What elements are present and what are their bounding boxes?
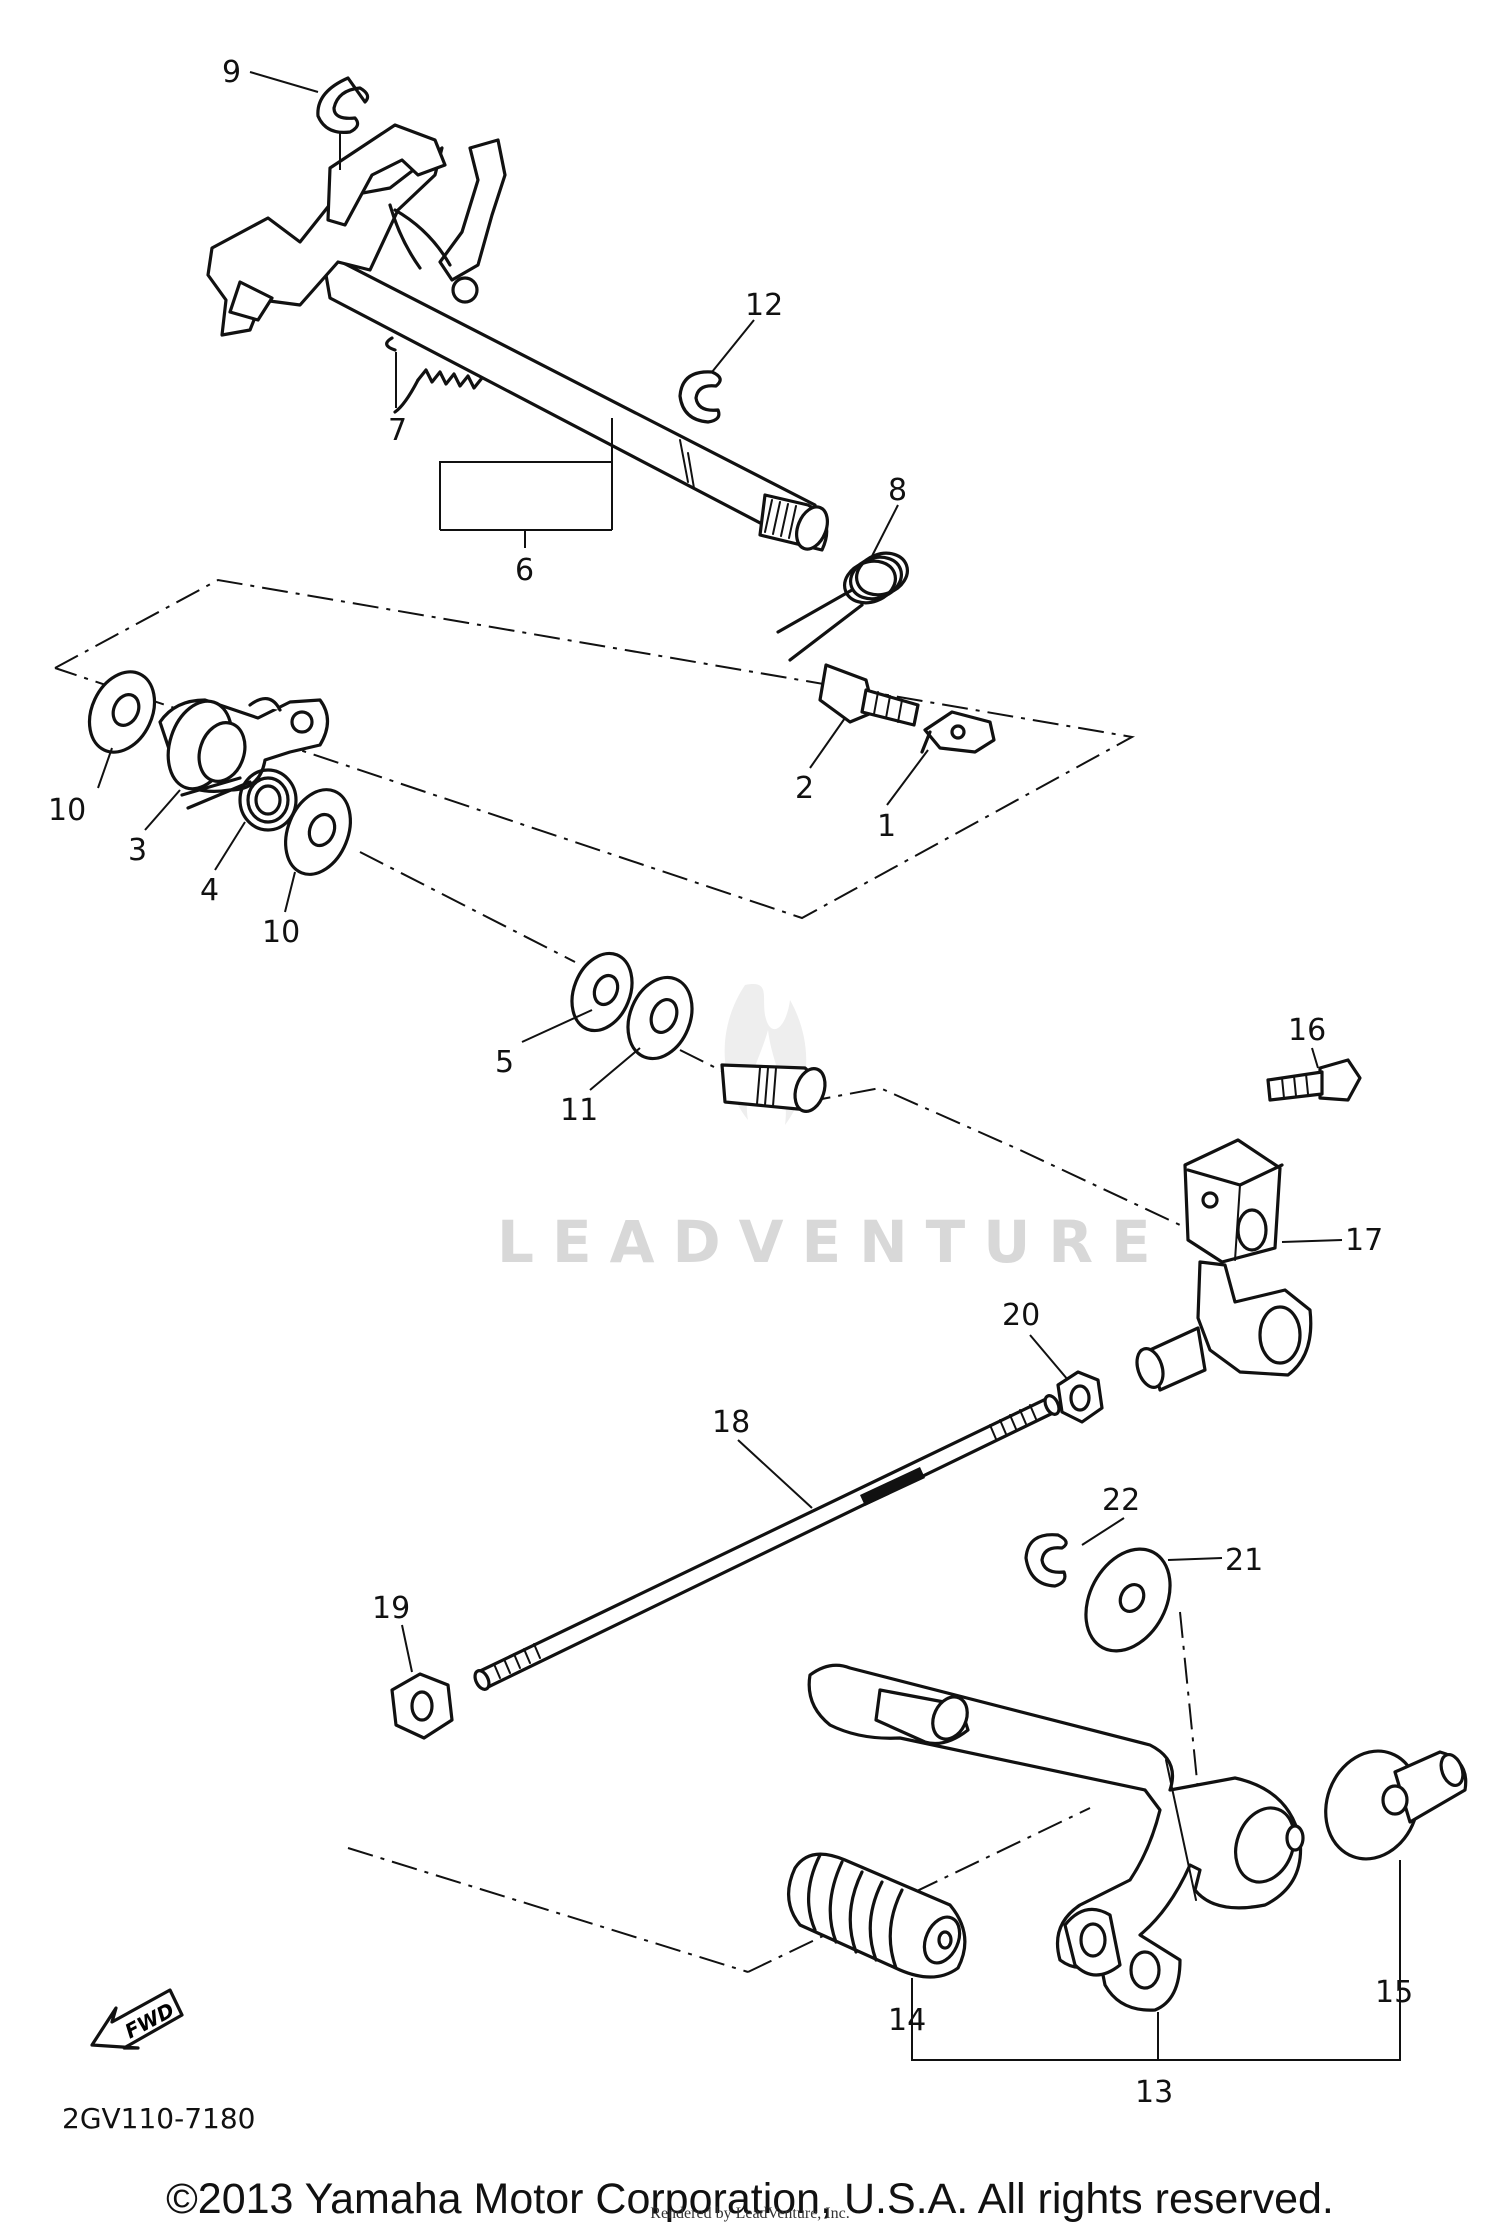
callout-8: 8 xyxy=(888,473,907,508)
callout-16: 16 xyxy=(1288,1013,1326,1048)
callout-5: 5 xyxy=(495,1045,514,1080)
callout-2: 2 xyxy=(795,771,814,806)
spring-8 xyxy=(776,551,909,662)
shift-rod-18 xyxy=(473,1394,1061,1691)
callout-22: 22 xyxy=(1102,1483,1140,1518)
callout-4: 4 xyxy=(200,873,219,908)
nut-20 xyxy=(1056,1370,1104,1424)
watermark-text: LEADVENTURE xyxy=(497,1208,1169,1276)
bolt-16 xyxy=(1266,1058,1362,1102)
callout-14: 14 xyxy=(888,2003,926,2038)
callout-11: 11 xyxy=(560,1093,598,1128)
copyright-notice: ©2013 Yamaha Motor Corporation, U.S.A. A… xyxy=(166,2175,1334,2223)
washer-10-lower xyxy=(284,788,352,876)
circlip-22 xyxy=(1024,1533,1068,1588)
callout-20: 20 xyxy=(1002,1298,1040,1333)
washer-21 xyxy=(1084,1547,1172,1653)
callout-15: 15 xyxy=(1375,1975,1413,2010)
callout-21: 21 xyxy=(1225,1543,1263,1578)
spring-7 xyxy=(385,336,484,414)
callout-10-upper: 10 xyxy=(48,793,86,828)
figure-code: 2GV110-7180 xyxy=(62,2102,255,2135)
shift-pedal-13 xyxy=(807,1663,1305,2012)
spring-4 xyxy=(180,768,298,832)
circlip-9 xyxy=(316,76,370,170)
shift-arm-17 xyxy=(1135,1138,1313,1392)
callout-10-lower: 10 xyxy=(262,915,300,950)
leader-lines xyxy=(97,71,1401,2061)
callout-18: 18 xyxy=(712,1405,750,1440)
callout-3: 3 xyxy=(128,833,147,868)
bolt-2 xyxy=(818,663,920,727)
washer-11 xyxy=(626,975,694,1061)
pivot-bolt-15 xyxy=(1324,1749,1468,1861)
nut-19 xyxy=(390,1672,454,1740)
callouts: 9 12 8 7 6 2 1 10 3 4 10 5 11 16 17 20 1… xyxy=(48,55,1413,2110)
rendered-by-notice: Rendered by LeadVenture, Inc. xyxy=(650,2205,850,2222)
callout-13: 13 xyxy=(1135,2075,1173,2110)
callout-6: 6 xyxy=(515,553,534,588)
callout-9: 9 xyxy=(222,55,241,90)
shift-shaft-assembly xyxy=(206,123,829,552)
circlip-12 xyxy=(678,370,722,424)
lock-plate-1 xyxy=(920,710,996,754)
callout-1: 1 xyxy=(877,809,896,844)
callout-17: 17 xyxy=(1345,1223,1383,1258)
callout-19: 19 xyxy=(372,1591,410,1626)
callout-12: 12 xyxy=(745,288,783,323)
pedal-rubber-14 xyxy=(787,1852,967,1979)
stopper-lever-3 xyxy=(158,697,330,793)
callout-7: 7 xyxy=(388,413,407,448)
washer-10-upper xyxy=(87,670,157,754)
forward-arrow-icon: FWD xyxy=(90,1988,184,2050)
shaft-stub xyxy=(720,1063,827,1113)
